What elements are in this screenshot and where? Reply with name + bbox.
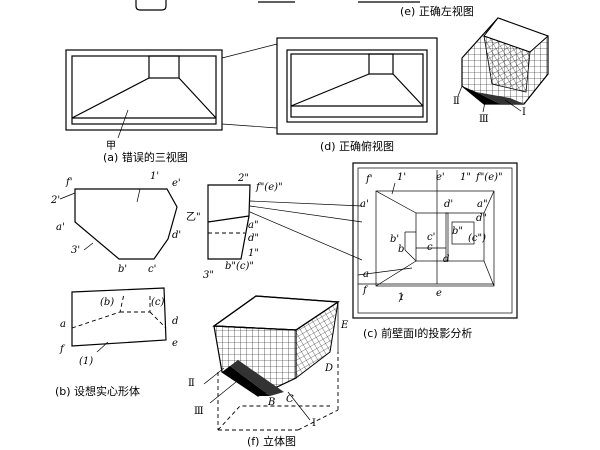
e-label-I: Ⅰ (522, 107, 526, 118)
c-label-c1: c' (427, 232, 435, 243)
caption-c: (c) 前壁面Ⅰ的投影分析 (363, 326, 472, 340)
c-label-b2: b" (452, 226, 463, 237)
c-label-d: d (443, 254, 449, 265)
c-label-e: e (436, 288, 442, 299)
top-clipped-shapes (135, 0, 420, 11)
f-label-C: C (286, 394, 294, 405)
view-e-correct-left-view: (e) 正确左视图 Ⅱ Ⅲ Ⅰ (400, 4, 549, 125)
b-label-2pp: 2" (237, 173, 249, 184)
view-f-solid: E D B C Ⅱ Ⅲ Ⅰ (f) 立体图 (188, 295, 349, 448)
b-label-e: e (172, 338, 178, 349)
e-label-III: Ⅲ (479, 114, 489, 125)
c-label-d2: d" (476, 213, 487, 224)
c-label-c: c (427, 242, 433, 253)
b-label-21: 2' (50, 195, 60, 206)
c-label-1: 1 (398, 292, 404, 303)
c-label-f: f (362, 285, 369, 296)
c-label-a1: a' (360, 199, 369, 210)
e-label-II: Ⅱ (453, 96, 460, 107)
b-label-yi: 乙" (186, 211, 201, 223)
b-label-f: f (59, 344, 66, 355)
view-b-front-view: f' 1' e' 2' a' d' 3' b' c' (50, 171, 181, 275)
caption-f: (f) 立体图 (247, 434, 296, 448)
b-label-3pp: 3" (203, 270, 214, 281)
c-label-1pp: 1" (460, 172, 471, 183)
b-label-c: (c) (151, 297, 165, 308)
f-label-B: B (267, 397, 275, 408)
caption-e: (e) 正确左视图 (400, 4, 474, 18)
b-label-1: (1) (79, 356, 93, 367)
c-label-f1: f' (365, 174, 372, 185)
b-label-b1: b' (118, 264, 127, 275)
c-label-c2: (c") (468, 233, 486, 244)
c-label-fe: f"(e)" (475, 172, 503, 183)
b-label-a2: a" (248, 220, 259, 231)
b-label-d: d (172, 316, 178, 327)
c-label-a: a (363, 269, 369, 280)
b-label-1pp: 1" (248, 248, 259, 259)
view-a-wrong-top-view: 甲 (a) 错误的三视图 (65, 49, 223, 164)
c-label-e1: e' (436, 172, 445, 183)
c-label-a2: a" (477, 199, 488, 210)
b-label-d1: d' (172, 230, 181, 241)
f-label-D: D (324, 363, 333, 374)
b-label-e1: e' (172, 178, 181, 189)
f-label-III: Ⅲ (194, 406, 204, 417)
view-d-correct-top-view: (d) 正确俯视图 (221, 37, 438, 153)
b-label-d2: d" (248, 233, 259, 244)
b-label-a: a (60, 319, 66, 330)
b-label-a1: a' (56, 222, 65, 233)
f-label-E: E (340, 320, 349, 331)
view-b-solid-top-view: (b) (c) a d f e (1) (b) 设想实心形体 (55, 287, 178, 398)
c-label-11: 1' (397, 172, 406, 183)
view-c-projection-analysis: f' 1' e' 1" f"(e)" a' d' a" d" b' b c' c… (352, 162, 518, 340)
f-label-I: Ⅰ (312, 418, 316, 429)
view-b-side-view: 2" f"(e)" 乙" a" d" 1" 3" b"(c)" (186, 173, 363, 281)
b-label-b: (b) (100, 297, 114, 308)
b-label-c1: c' (148, 264, 156, 275)
caption-b: (b) 设想实心形体 (55, 384, 140, 398)
f-label-II: Ⅱ (188, 378, 195, 389)
b-label-31: 3' (71, 245, 80, 256)
b-label-f1: f' (65, 177, 72, 188)
caption-a: (a) 错误的三视图 (103, 150, 188, 164)
b-label-11: 1' (150, 171, 159, 182)
b-label-fe: f"(e)" (255, 182, 283, 193)
c-label-b1: b' (390, 234, 399, 245)
c-label-d1: d' (444, 199, 453, 210)
b-label-bc: b"(c)" (225, 261, 254, 272)
label-jia: 甲 (106, 141, 116, 152)
c-label-b: b (398, 244, 404, 255)
caption-d: (d) 正确俯视图 (320, 139, 394, 153)
